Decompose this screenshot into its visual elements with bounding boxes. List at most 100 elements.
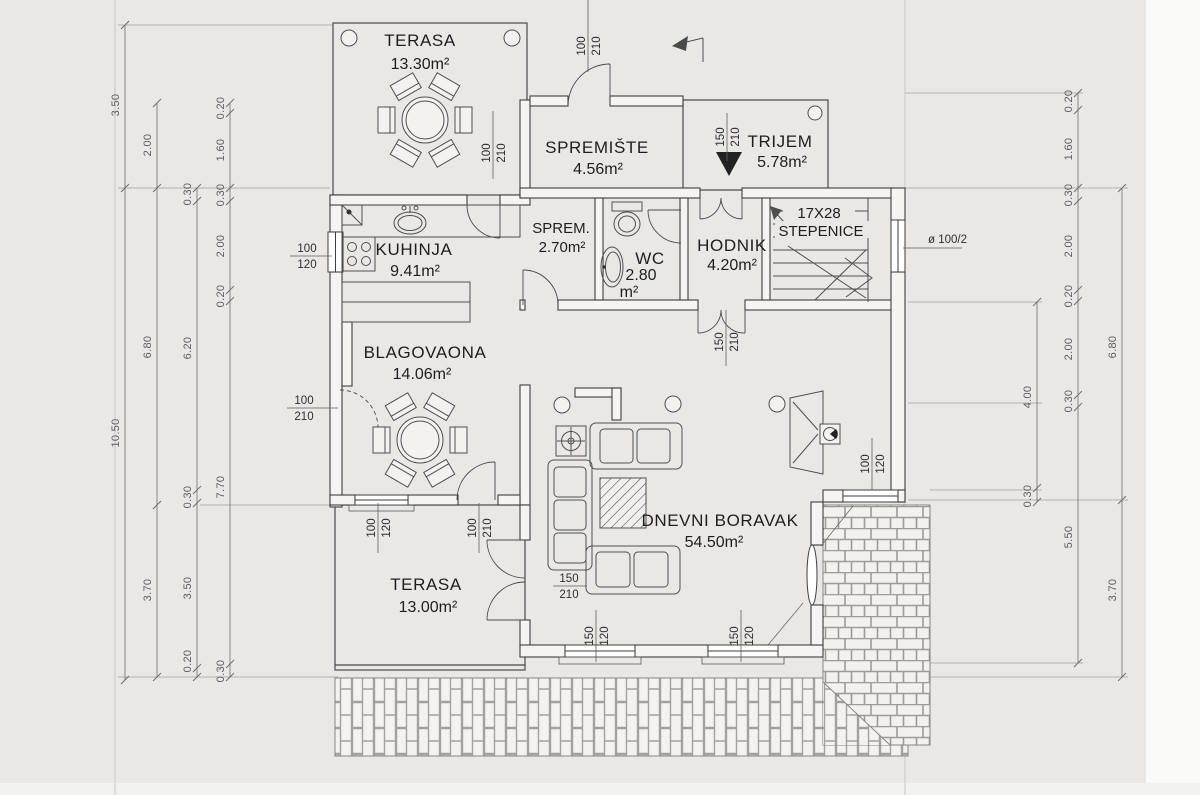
svg-text:120: 120: [875, 454, 887, 473]
dim-chain-left-outer: 3.50 10.50: [110, 20, 130, 685]
column: [340, 29, 358, 47]
area-dnevni-boravak: 54.50m²: [685, 534, 744, 551]
svg-text:7.70: 7.70: [215, 476, 227, 499]
tv-cabinet: [789, 390, 824, 475]
opening-label-blagovaona-terrace-door: 100 210: [467, 503, 494, 553]
area-wc-unit: m²: [620, 284, 639, 301]
opening-labels: 100 210 100 210 150 210 100 120 100 210 …: [287, 0, 967, 662]
blagovaona-terrace-door: [456, 461, 496, 501]
svg-text:0.30: 0.30: [1063, 390, 1075, 413]
blagovaona-terrace-window: [348, 494, 415, 512]
extension-lines: [118, 24, 1128, 678]
column: [807, 105, 823, 121]
svg-text:210: 210: [729, 332, 741, 351]
doors: [339, 63, 854, 646]
svg-text:0.30: 0.30: [1063, 184, 1075, 207]
coffee-table: [599, 477, 647, 529]
svg-text:100: 100: [576, 36, 588, 55]
living-terrace-double-door: [486, 539, 526, 621]
svg-text:0.30: 0.30: [215, 184, 227, 207]
label-kuhinja: KUHINJA: [376, 240, 453, 259]
svg-text:ø 100/2: ø 100/2: [928, 234, 967, 246]
opening-label-blagovaona-door: 100 210: [287, 395, 338, 423]
living-east-sliding-door: [767, 505, 854, 646]
svg-text:0.20: 0.20: [182, 650, 194, 673]
dim-chain-left-second: 2.00 6.80 3.70: [142, 98, 162, 682]
room-labels: TERASA 13.30m² SPREMIŠTE 4.56m² TRIJEM 5…: [364, 31, 864, 616]
area-trijem: 5.78m²: [757, 154, 807, 171]
kitchen-fixtures: [341, 204, 521, 323]
svg-text:210: 210: [482, 518, 494, 537]
svg-text:2.00: 2.00: [1063, 338, 1075, 361]
svg-text:0.30: 0.30: [215, 660, 227, 683]
paving-strip: [334, 677, 909, 757]
svg-text:1.60: 1.60: [215, 139, 227, 162]
hodnik-living-double-door: [697, 309, 746, 334]
sprem-door: [522, 269, 559, 306]
blagovaona-west-door: [339, 389, 379, 429]
svg-text:120: 120: [599, 626, 611, 645]
svg-text:210: 210: [730, 127, 742, 146]
svg-text:120: 120: [381, 518, 393, 537]
label-terasa-top: TERASA: [384, 31, 456, 50]
label-sprem: SPREM.: [532, 220, 590, 237]
area-sprem: 2.70m²: [539, 239, 586, 256]
sofa-two-seat-top: [589, 422, 683, 470]
label-hodnik: HODNIK: [697, 236, 767, 255]
svg-text:0.20: 0.20: [215, 97, 227, 120]
living-east-window: [842, 489, 899, 503]
column: [553, 396, 571, 414]
svg-text:3.50: 3.50: [182, 577, 194, 600]
opening-label-living-south-window-2: 150 120: [729, 610, 756, 662]
label-dnevni-boravak: DNEVNI BORAVAK: [641, 511, 798, 530]
area-terasa-bottom: 13.00m²: [399, 599, 458, 616]
svg-text:100: 100: [294, 395, 313, 407]
living-room-furniture: [547, 390, 841, 595]
stairs: [770, 198, 873, 302]
svg-text:120: 120: [297, 259, 316, 271]
svg-text:2.00: 2.00: [142, 134, 154, 157]
svg-text:3.70: 3.70: [1107, 579, 1119, 602]
column: [503, 29, 521, 47]
area-hodnik: 4.20m²: [707, 257, 757, 274]
sofa-three-seat-left: [547, 459, 593, 571]
svg-text:210: 210: [496, 143, 508, 162]
wc-fixtures: [600, 201, 643, 288]
dim-chain-right-outer: 6.80 3.70: [1107, 183, 1127, 682]
svg-text:210: 210: [591, 36, 603, 55]
opening-label-living-terrace-door: 150 210: [553, 573, 587, 601]
opening-label-blagovaona-terrace-window: 100 120: [366, 503, 393, 553]
svg-text:6.20: 6.20: [182, 337, 194, 360]
living-south-window-1: [558, 644, 642, 665]
svg-text:100: 100: [297, 243, 316, 255]
kitchen-window: [327, 231, 344, 273]
walls: [329, 95, 906, 658]
dim-chain-left-third: 0.30 6.20 0.30 3.50 0.20: [182, 183, 202, 682]
stove: [341, 236, 376, 272]
area-terasa-top: 13.30m²: [391, 56, 450, 73]
dim-chain-right-second: 0.20 1.60 0.30 2.00 0.20 2.00 0.30 5.50: [1063, 88, 1083, 668]
column: [664, 395, 682, 413]
sofa-two-seat-bottom: [585, 545, 681, 595]
svg-text:4.00: 4.00: [1022, 386, 1034, 409]
opening-label-living-east-window: 100 120: [860, 438, 887, 490]
svg-text:0.30: 0.30: [182, 183, 194, 206]
svg-text:100: 100: [481, 143, 493, 162]
label-spremiste: SPREMIŠTE: [545, 138, 649, 157]
svg-text:120: 120: [744, 626, 756, 645]
opening-label-kitchen-window: 100 120: [290, 243, 332, 271]
label-stairs-steps: 17X28: [797, 205, 840, 222]
svg-text:100: 100: [467, 518, 479, 537]
windows: [327, 219, 906, 665]
entrance-arrow-icon: [716, 152, 742, 176]
opening-label-trijem-door: 150 210: [715, 113, 742, 161]
svg-text:0.20: 0.20: [1063, 90, 1075, 113]
svg-text:6.80: 6.80: [1107, 336, 1119, 359]
svg-text:2.00: 2.00: [215, 235, 227, 258]
opening-label-terrace-kitchen-door: 100 210: [481, 111, 508, 179]
opening-label-hodnik-living-door: 150 210: [714, 310, 741, 366]
svg-text:150: 150: [729, 626, 741, 645]
area-spremiste: 4.56m²: [573, 161, 623, 178]
svg-text:100: 100: [366, 518, 378, 537]
